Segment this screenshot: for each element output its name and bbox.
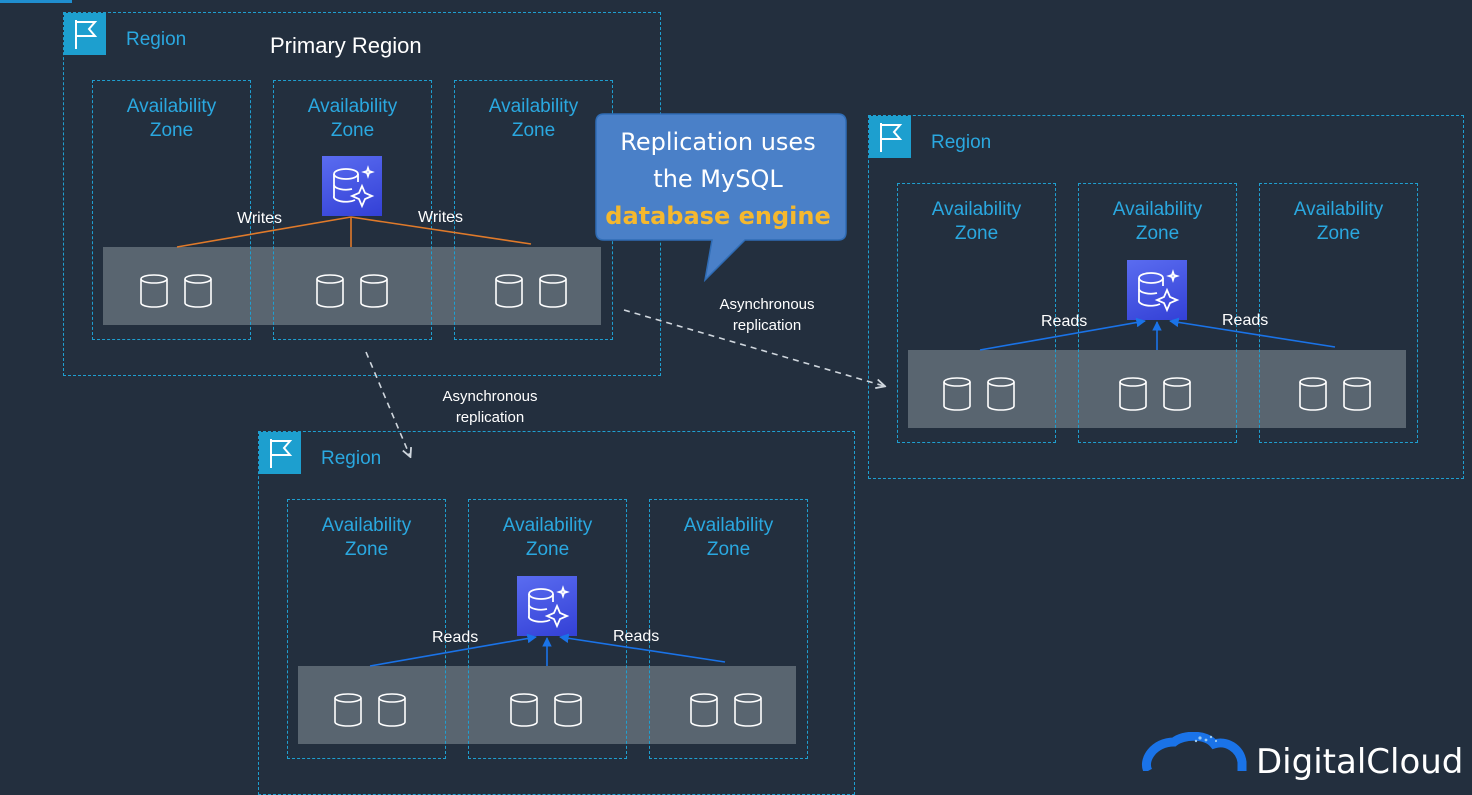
database-storage-icon	[140, 274, 212, 308]
region-label: Region	[321, 448, 382, 469]
async-replication-label: Asynchronous replication	[415, 386, 565, 428]
writes-label: Writes	[418, 209, 464, 226]
database-storage-icon	[495, 274, 567, 308]
az-label-line2: Zone	[954, 223, 999, 244]
aurora-database-engine-icon	[1127, 260, 1187, 320]
async-replication-arrow	[365, 351, 410, 456]
reads-label: Reads	[432, 629, 479, 646]
cloud-logo-icon	[1142, 732, 1247, 771]
writes-connector	[176, 216, 532, 248]
region-flag-icon	[259, 432, 301, 474]
database-storage-icon	[510, 693, 582, 727]
async-line1: Asynchronous	[442, 388, 538, 405]
az-label-line1: Availability	[1112, 199, 1203, 220]
reads-label: Reads	[1222, 312, 1269, 329]
aurora-database-engine-icon	[517, 576, 577, 636]
region-flag-icon	[869, 116, 911, 158]
az-label-line2: Zone	[1316, 223, 1361, 244]
async-line2: replication	[732, 317, 802, 334]
async-line2: replication	[455, 409, 525, 426]
region-label: Region	[931, 132, 992, 153]
callout-text: Replication uses the MySQL database engi…	[596, 124, 840, 235]
reads-label: Reads	[1041, 313, 1088, 330]
async-line1: Asynchronous	[719, 296, 815, 313]
primary-region-title: Primary Region	[270, 33, 422, 58]
reads-label: Reads	[613, 628, 660, 645]
az-label-line1: Availability	[126, 96, 217, 117]
callout-line2: the MySQL	[653, 165, 783, 193]
callout-line1: Replication uses	[620, 128, 816, 156]
az-label-line1: Availability	[683, 515, 774, 536]
storage-band	[103, 247, 601, 325]
database-storage-icon	[334, 693, 406, 727]
storage-band	[908, 350, 1406, 428]
database-storage-icon	[690, 693, 762, 727]
az-label-line1: Availability	[321, 515, 412, 536]
reads-connector	[979, 317, 1336, 351]
az-label-line2: Zone	[149, 120, 194, 141]
database-storage-icon	[1299, 377, 1371, 411]
callout-bubble	[595, 113, 847, 283]
az-label-line1: Availability	[307, 96, 398, 117]
reads-connector	[369, 633, 726, 667]
database-storage-icon	[1119, 377, 1191, 411]
async-replication-arrow	[623, 309, 884, 386]
brand-name: DigitalCloud	[1256, 742, 1464, 782]
database-storage-icon	[943, 377, 1015, 411]
az-label-line2: Zone	[1135, 223, 1180, 244]
az-label-line1: Availability	[931, 199, 1022, 220]
az-label-line1: Availability	[502, 515, 593, 536]
az-label-line2: Zone	[511, 120, 556, 141]
region-flag-icon	[64, 13, 106, 55]
writes-label: Writes	[237, 210, 283, 227]
top-accent-line	[0, 0, 72, 3]
az-label-line1: Availability	[488, 96, 579, 117]
database-storage-icon	[316, 274, 388, 308]
connector-layer	[176, 113, 1336, 667]
async-replication-label: Asynchronous replication	[692, 294, 842, 336]
region-label: Region	[126, 29, 187, 50]
az-label-line2: Zone	[330, 120, 375, 141]
az-label-line1: Availability	[1293, 199, 1384, 220]
az-label-line2: Zone	[344, 539, 389, 560]
aurora-database-engine-icon	[322, 156, 382, 216]
az-label-line2: Zone	[525, 539, 570, 560]
storage-band	[298, 666, 796, 744]
az-label-line2: Zone	[706, 539, 751, 560]
callout-highlight: database engine	[605, 202, 831, 230]
